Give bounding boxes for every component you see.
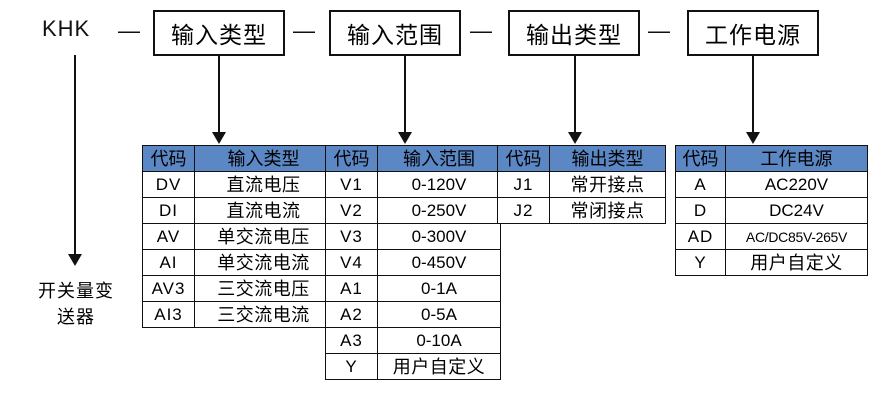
cell-value: 单交流电流 bbox=[194, 249, 333, 276]
separator-dash-3: — bbox=[470, 18, 492, 43]
cell-code: A bbox=[675, 171, 726, 198]
separator-dash-4: — bbox=[648, 18, 670, 43]
arrow-to-input-range-table bbox=[404, 56, 406, 133]
cell-code: J1 bbox=[497, 171, 550, 198]
cell-code: D bbox=[675, 197, 726, 224]
cell-code: V2 bbox=[325, 197, 378, 224]
cell-value: 直流电压 bbox=[194, 171, 333, 198]
cell-code: DV bbox=[142, 171, 195, 198]
separator-dash-1: — bbox=[118, 18, 140, 43]
cell-code: A3 bbox=[325, 327, 378, 354]
table-header-row: 代码输出类型 bbox=[497, 145, 666, 172]
cell-code: A2 bbox=[325, 301, 378, 328]
table-header-row: 代码输入类型 bbox=[142, 145, 333, 172]
column-header-code: 代码 bbox=[325, 145, 378, 172]
cell-value: AC/DC85V-265V bbox=[725, 223, 868, 250]
cell-value: 常闭接点 bbox=[549, 197, 666, 224]
cell-code: J2 bbox=[497, 197, 550, 224]
cell-value: 0-120V bbox=[377, 171, 501, 198]
cell-code: Y bbox=[675, 249, 726, 276]
cell-code: AD bbox=[675, 223, 726, 250]
column-header-value: 输出类型 bbox=[549, 145, 666, 172]
cell-code: V4 bbox=[325, 249, 378, 276]
arrow-to-device-label bbox=[74, 55, 76, 255]
cell-value: 三交流电压 bbox=[194, 275, 333, 302]
table-header-row: 代码输入范围 bbox=[325, 145, 501, 172]
cell-code: V3 bbox=[325, 223, 378, 250]
cell-value: 0-300V bbox=[377, 223, 501, 250]
device-label-line-2: 送器 bbox=[57, 307, 95, 327]
cell-code: A1 bbox=[325, 275, 378, 302]
model-prefix: KHK bbox=[42, 16, 91, 41]
cell-value: 0-5A bbox=[377, 301, 501, 328]
segment-box-power-supply: 工作电源 bbox=[687, 10, 819, 56]
cell-value: 用户自定义 bbox=[377, 353, 501, 380]
cell-value: 单交流电压 bbox=[194, 223, 333, 250]
cell-code: Y bbox=[325, 353, 378, 380]
cell-code: V1 bbox=[325, 171, 378, 198]
cell-code: DI bbox=[142, 197, 195, 224]
segment-box-output-type: 输出类型 bbox=[508, 10, 640, 56]
cell-value: 0-450V bbox=[377, 249, 501, 276]
arrow-to-output-type-table bbox=[574, 56, 576, 133]
cell-value: 0-10A bbox=[377, 327, 501, 354]
cell-value: 用户自定义 bbox=[725, 249, 868, 276]
device-label: 开关量变 送器 bbox=[14, 278, 138, 330]
column-header-value: 工作电源 bbox=[725, 145, 868, 172]
device-label-line-1: 开关量变 bbox=[38, 281, 114, 301]
column-header-code: 代码 bbox=[497, 145, 550, 172]
column-header-value: 输入类型 bbox=[194, 145, 333, 172]
cell-value: AC220V bbox=[725, 171, 868, 198]
column-header-code: 代码 bbox=[675, 145, 726, 172]
segment-box-input-range: 输入范围 bbox=[329, 10, 461, 56]
cell-value: 0-1A bbox=[377, 275, 501, 302]
cell-value: 0-250V bbox=[377, 197, 501, 224]
arrow-to-power-supply-table bbox=[752, 56, 754, 133]
cell-value: 直流电流 bbox=[194, 197, 333, 224]
arrow-to-input-type-table bbox=[218, 56, 220, 133]
cell-code: AI3 bbox=[142, 301, 195, 328]
cell-code: AI bbox=[142, 249, 195, 276]
cell-value: 常开接点 bbox=[549, 171, 666, 198]
cell-code: AV3 bbox=[142, 275, 195, 302]
segment-box-input-type: 输入类型 bbox=[153, 10, 285, 56]
table-header-row: 代码工作电源 bbox=[675, 145, 868, 172]
cell-value: DC24V bbox=[725, 197, 868, 224]
column-header-code: 代码 bbox=[142, 145, 195, 172]
cell-value: 三交流电流 bbox=[194, 301, 333, 328]
separator-dash-2: — bbox=[293, 18, 315, 43]
column-header-value: 输入范围 bbox=[377, 145, 501, 172]
cell-code: AV bbox=[142, 223, 195, 250]
